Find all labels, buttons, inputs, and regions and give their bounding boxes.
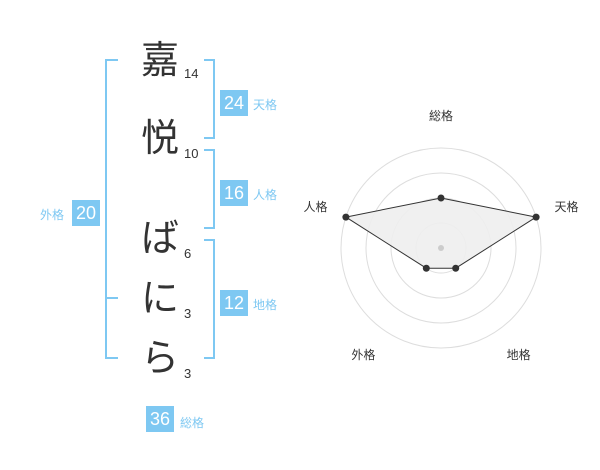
tenkaku-score: 24 <box>220 90 248 116</box>
radar-point-5 <box>342 213 350 221</box>
stroke-count-2: 10 <box>184 146 199 161</box>
jinkaku-score: 16 <box>220 180 248 206</box>
name-char-1: 嘉 <box>140 38 179 82</box>
stroke-count-1: 14 <box>184 66 199 81</box>
stroke-count-4: 3 <box>184 306 192 321</box>
soukaku-score: 36 <box>146 406 174 432</box>
name-char-3: ば <box>140 216 179 260</box>
radar-polygon <box>344 197 538 269</box>
radar-center-dot <box>438 245 444 251</box>
radar-point-2 <box>532 213 540 221</box>
name-char-2: 悦 <box>140 116 179 160</box>
radar-ring-4 <box>340 147 542 349</box>
soukaku-label: 総格 <box>180 416 205 430</box>
radar-point-1 <box>437 194 445 202</box>
radar-point-4 <box>422 264 430 272</box>
radar-axis-label-4: 外格 <box>351 347 375 362</box>
gaikaku-label: 外格 <box>40 208 65 222</box>
gaikaku-score: 20 <box>72 200 100 226</box>
tenkaku-label: 天格 <box>253 98 278 112</box>
radar-point-3 <box>452 264 460 272</box>
name-char-4: に <box>140 276 179 320</box>
chikaku-score: 12 <box>220 290 248 316</box>
chikaku-label: 地格 <box>253 298 278 312</box>
stroke-count-3: 6 <box>184 246 192 261</box>
jinkaku-label: 人格 <box>253 188 278 202</box>
radar-axis-label-2: 天格 <box>555 199 579 214</box>
radar-axis-label-1: 総格 <box>429 108 453 123</box>
stroke-count-5: 3 <box>184 366 192 381</box>
radar-axis-label-5: 人格 <box>303 199 327 214</box>
name-char-5: ら <box>140 336 179 380</box>
radar-axis-label-3: 地格 <box>507 347 531 362</box>
radar-ring-3 <box>365 172 517 324</box>
